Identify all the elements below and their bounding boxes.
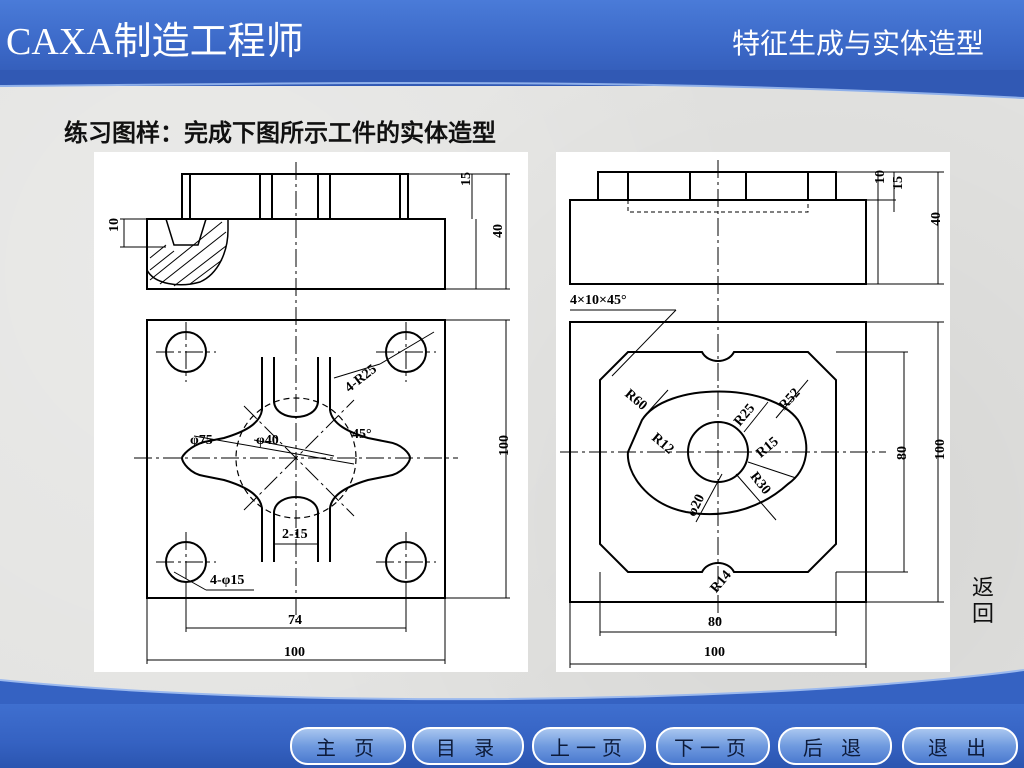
dim-phi40: φ40 — [256, 433, 279, 448]
engineering-drawing-left: 15 40 10 100 4-R25 φ75 φ40 45° 2-15 4-φ1… — [107, 162, 512, 664]
exercise-title: 练习图样：完成下图所示工件的实体造型 — [64, 119, 496, 147]
boss-profile — [626, 390, 808, 516]
section-title: 特征生成与实体造型 — [731, 27, 984, 60]
dim-100-horizontal: 100 — [284, 645, 305, 660]
dim-40: 40 — [929, 212, 944, 226]
dim-10: 10 — [873, 170, 888, 184]
back-button[interactable]: 后 退 — [778, 727, 892, 765]
dim-phi75: φ75 — [190, 433, 213, 448]
dim-chamfer: 4×10×45° — [570, 293, 627, 308]
front-boss-outline — [597, 171, 837, 201]
dim-r60: R60 — [622, 387, 650, 414]
dim-74: 74 — [288, 613, 302, 628]
brand-title: CAXA制造工程师 — [6, 21, 304, 63]
dim-100-vertical: 100 — [933, 439, 948, 460]
pocket-outline — [599, 351, 837, 573]
dim-2-15: 2-15 — [282, 527, 308, 542]
dim-80-vertical: 80 — [895, 446, 910, 460]
dim-80-horizontal: 80 — [708, 615, 722, 630]
dim-15: 15 — [891, 176, 906, 190]
dim-r15: R15 — [754, 434, 782, 461]
contents-button[interactable]: 目 录 — [412, 727, 524, 765]
next-page-button[interactable]: 下一页 — [656, 727, 770, 765]
engineering-drawing-right: 10 15 40 4×10×45° R60 R25 R52 R12 R15 R3… — [560, 160, 948, 668]
dim-r12: R12 — [648, 430, 676, 457]
dim-r14: R14 — [708, 568, 735, 596]
dim-r30: R30 — [747, 469, 774, 497]
dim-r25: R25 — [731, 401, 758, 429]
drawing-panel-right: 10 15 40 4×10×45° R60 R25 R52 R12 R15 R3… — [556, 152, 950, 672]
return-link[interactable]: 返回 — [971, 576, 994, 627]
drawing-panel-left: 15 40 10 100 4-R25 φ75 φ40 45° 2-15 4-φ1… — [94, 152, 528, 672]
footer-curve — [0, 669, 1024, 704]
dim-100-horizontal: 100 — [704, 645, 725, 660]
dim-40: 40 — [491, 224, 506, 238]
dim-4-r25: 4-R25 — [342, 362, 379, 396]
dim-45deg: 45° — [352, 427, 372, 442]
home-button[interactable]: 主 页 — [290, 727, 406, 765]
dim-100-vertical: 100 — [497, 435, 512, 456]
exit-button[interactable]: 退 出 — [902, 727, 1018, 765]
dim-phi20: φ20 — [685, 492, 708, 519]
prev-page-button[interactable]: 上一页 — [532, 727, 646, 765]
dim-15: 15 — [459, 172, 474, 186]
front-boss-outline — [181, 173, 409, 220]
dim-4-phi15: 4-φ15 — [210, 573, 244, 588]
header-curve — [0, 70, 1024, 99]
dim-10: 10 — [107, 218, 122, 232]
